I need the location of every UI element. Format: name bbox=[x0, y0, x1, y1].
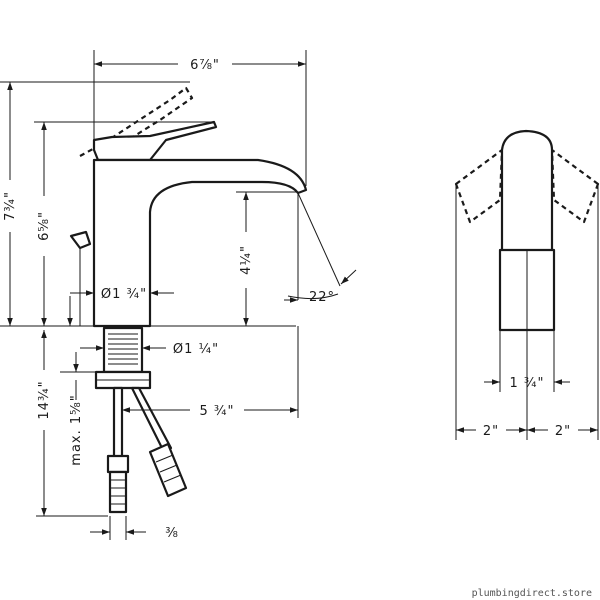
dim-body-diameter: Ø1 ¾" bbox=[101, 287, 147, 302]
supply-hose-left bbox=[112, 386, 124, 462]
dim-handle-width: 1 ¾" bbox=[510, 376, 545, 391]
popup-rod bbox=[69, 230, 92, 250]
hose-fitting-right-threads bbox=[155, 454, 182, 483]
dim-overall-width: 6⅞" bbox=[190, 58, 220, 73]
dim-handle-swing-right: 2" bbox=[555, 424, 571, 439]
hose-nut-left-upper bbox=[106, 454, 130, 474]
faucet-side-view bbox=[0, 86, 308, 514]
dim-overall-height: 7¾" bbox=[3, 191, 18, 221]
supply-hose-right bbox=[130, 386, 173, 454]
dim-hose-connection: ⅜ bbox=[165, 526, 179, 541]
dim-handle-swing-left: 2" bbox=[483, 424, 499, 439]
handle-lever bbox=[92, 120, 218, 162]
dim-outlet-height: 4¼" bbox=[239, 245, 254, 275]
dim-supply-length: 14¾" bbox=[37, 380, 52, 419]
mounting-shank bbox=[102, 326, 144, 374]
dim-spout-top-height: 6⅝" bbox=[37, 211, 52, 241]
dim-mount-diameter: Ø1 ¼" bbox=[173, 342, 219, 357]
handle-swing-right bbox=[550, 148, 600, 224]
hose-fitting-right bbox=[148, 442, 188, 498]
watermark: plumbingdirect.store bbox=[472, 588, 592, 599]
faucet-body bbox=[92, 158, 308, 328]
handle-body bbox=[500, 129, 554, 256]
handle-swing-left bbox=[454, 148, 504, 224]
dim-spout-angle: 22° bbox=[309, 290, 335, 305]
dim-spout-reach: 5 ¾" bbox=[200, 404, 235, 419]
shank-threads bbox=[108, 333, 138, 365]
dim-max-deck-thickness: max. 1⅝" bbox=[69, 394, 84, 465]
hose-fitting-left-threads bbox=[110, 479, 126, 505]
hose-fitting-left bbox=[108, 470, 128, 514]
